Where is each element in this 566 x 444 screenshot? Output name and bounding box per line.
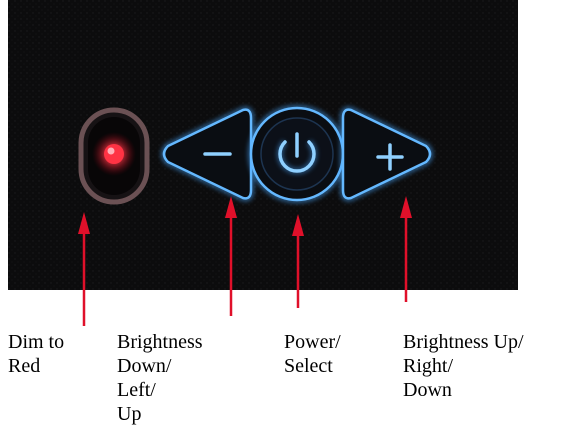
power-select-button[interactable] xyxy=(247,104,347,204)
power-icon xyxy=(276,132,318,175)
control-panel-photo xyxy=(8,0,518,290)
brightness-up-button[interactable] xyxy=(339,106,434,202)
brightness-down-label: Brightness Down/ Left/ Up xyxy=(117,331,203,425)
dim-to-red-button[interactable] xyxy=(78,107,150,205)
power-select-label: Power/ Select xyxy=(284,331,341,377)
red-dot-icon xyxy=(92,132,136,176)
brightness-up-label: Brightness Up/ Right/ Down xyxy=(403,331,524,401)
plus-icon xyxy=(376,143,404,171)
brightness-down-button[interactable] xyxy=(160,106,255,202)
dim-to-red-label: Dim to Red xyxy=(8,331,65,377)
